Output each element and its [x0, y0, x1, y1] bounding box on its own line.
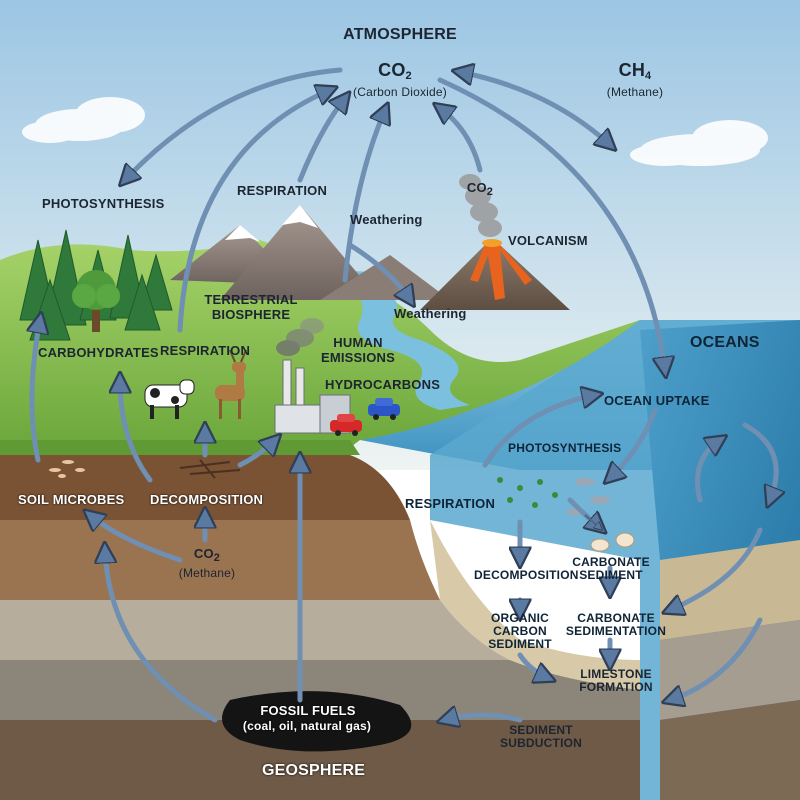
soil-microbes-label: SOIL MICROBES: [18, 492, 125, 507]
plankton: [497, 477, 558, 508]
co2-soil-subscript: 2: [213, 552, 221, 564]
geosphere-label: GEOSPHERE: [262, 762, 366, 779]
soil-microbes: [49, 460, 85, 478]
flow-arrows: [32, 70, 776, 720]
terrestrial-biosphere-label: TERRESTRIAL BIOSPHERE: [204, 292, 298, 322]
co2-volcano-subscript: 2: [486, 186, 494, 198]
carbonate-sediment-label: CARBONATE SEDIMENT: [572, 555, 650, 582]
limestone-formation-label: LIMESTONE FORMATION: [579, 667, 653, 694]
cow: [144, 379, 195, 419]
sediment-subduction-label: SEDIMENT SUBDUCTION: [500, 723, 582, 750]
arrow-decomp-right: [237, 440, 275, 468]
fossil-fuels-label: FOSSIL FUELS: [260, 703, 356, 718]
deep-layer: [0, 720, 640, 800]
weathering-1-label: Weathering: [350, 212, 423, 227]
co2-main-subscript: 2: [405, 70, 412, 82]
arrow-circ-4: [670, 617, 763, 700]
organic-carbon-sediment-label: ORGANIC CARBON SEDIMENT: [488, 611, 552, 651]
decomposition-land-label: DECOMPOSITION: [150, 492, 264, 507]
fossil-fuels-desc: (coal, oil, natural gas): [242, 719, 372, 733]
oceans-label: OCEANS: [690, 334, 760, 351]
arrow-weathering-down: [347, 242, 410, 300]
human-emissions-label: HUMAN EMISSIONS: [320, 335, 396, 365]
arrow-decomp-to-respiration: [120, 380, 153, 483]
arrow-co2-to-ocean: [437, 77, 665, 370]
decomposition-ocean-label: DECOMPOSITION: [474, 568, 579, 582]
co2-volcano-text: CO: [466, 180, 487, 195]
respiration-top-label: RESPIRATION: [237, 183, 328, 198]
arrow-circ-3: [670, 527, 763, 610]
hydrocarbons-label: HYDROCARBONS: [325, 377, 441, 392]
arrow-circ-1: [742, 422, 776, 500]
co2-soil-text: CO: [193, 546, 214, 561]
car-blue: [368, 398, 400, 420]
cloud-left: [22, 97, 145, 143]
arrow-weathering-to-co2: [342, 110, 385, 283]
respiration-land-label: RESPIRATION: [160, 343, 251, 358]
ch4-subscript: 4: [645, 70, 652, 82]
mountain-center: [220, 205, 380, 300]
factory: [274, 318, 351, 434]
ch4-label: CH4: [605, 60, 665, 82]
oak-tree: [72, 270, 120, 332]
ocean-seabed-side: [660, 540, 800, 640]
carbohydrates-label: CARBOHYDRATES: [38, 345, 159, 360]
arrow-respiration-top-to-co2: [297, 98, 345, 183]
land-front-grass: [0, 440, 360, 455]
co2-main-label: CO2: [365, 60, 425, 82]
decomposing-litter: [179, 459, 241, 479]
lava-flow: [470, 245, 532, 300]
arrow-carbohydrates-up: [32, 320, 40, 463]
volcano-smoke: [459, 174, 502, 237]
volcanism-label: VOLCANISM: [508, 233, 588, 248]
co2-main-desc: (Carbon Dioxide): [353, 85, 447, 99]
arrow-respiration-to-co2: [177, 90, 330, 333]
arrow-geo-to-soil: [105, 550, 218, 723]
arrow-circ-2: [695, 440, 721, 503]
shells: [590, 532, 635, 552]
ch4-desc: (Methane): [606, 85, 664, 99]
co2-soil-desc: (Methane): [178, 566, 236, 580]
fossil-fuel-deposit: [222, 691, 412, 752]
arrow-subduction: [445, 715, 523, 720]
arrow-ocean-photo: [482, 395, 595, 468]
photosynthesis-land-label: PHOTOSYNTHESIS: [42, 196, 165, 211]
atmosphere-label: ATMOSPHERE: [343, 26, 457, 43]
weathering-2-label: Weathering: [394, 306, 467, 321]
co2-volcano-label: CO2: [460, 180, 500, 198]
car-red: [330, 414, 362, 436]
respiration-ocean-label: RESPIRATION: [405, 496, 496, 511]
deer: [215, 349, 247, 419]
photosynthesis-ocean-label: PHOTOSYNTHESIS: [508, 441, 622, 455]
ocean-sediment: [430, 520, 640, 690]
mountain-right: [320, 255, 450, 300]
river: [340, 270, 470, 410]
arrow-uptake-down: [610, 407, 658, 478]
ch4-text: CH: [618, 60, 646, 80]
arrow-organic-to-lime: [517, 652, 548, 678]
arrow-co2-to-photosynthesis: [125, 67, 343, 180]
co2-main-text: CO: [378, 60, 406, 80]
ocean-uptake-label: OCEAN UPTAKE: [604, 393, 710, 408]
cloud-right: [630, 120, 768, 166]
co2-soil-label: CO2: [182, 546, 232, 564]
carbonate-sedimentation-label: CARBONATE SEDIMENTATION: [565, 611, 667, 638]
arrow-geo-to-microbes: [90, 515, 183, 563]
arrow-co2-ch4: [460, 72, 610, 145]
rock-layer-1: [0, 600, 510, 660]
